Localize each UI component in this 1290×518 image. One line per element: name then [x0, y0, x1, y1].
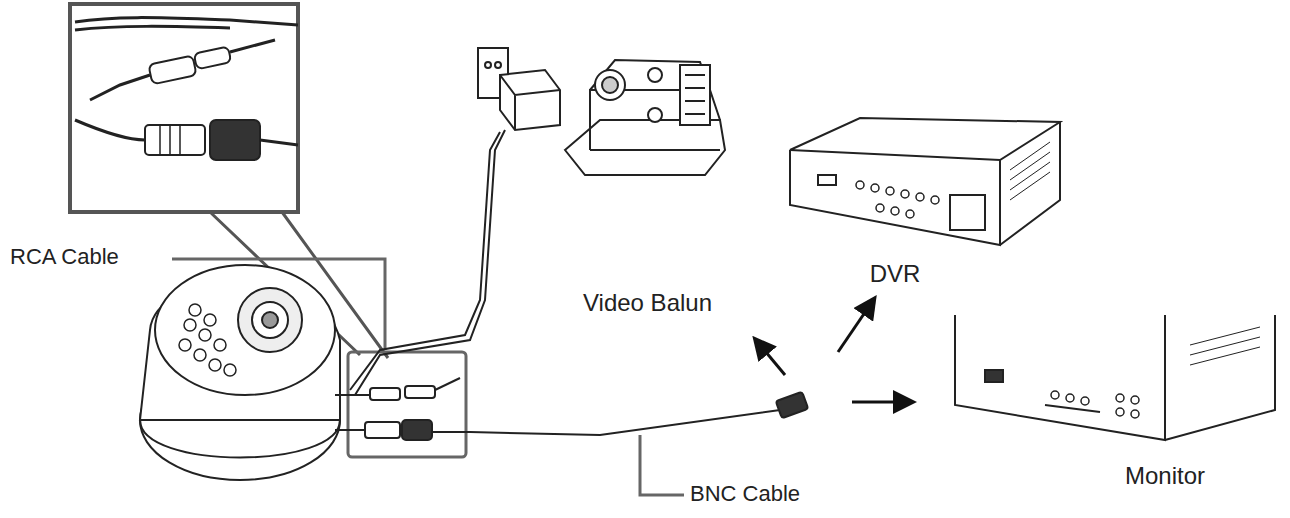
device-label: Video Balun [556, 289, 739, 317]
dome-camera [140, 265, 340, 480]
dvr-device [790, 118, 1060, 245]
inset-connectors [75, 18, 298, 160]
leader-line [640, 435, 684, 495]
device-node: Video Balun [556, 55, 739, 317]
monitor-device [955, 315, 1275, 440]
inset-frame [70, 4, 298, 212]
cable-label: BNC Cable [688, 481, 802, 507]
device-node: DVR [836, 110, 954, 288]
device-label: DVR [836, 260, 954, 288]
arrow [760, 305, 905, 402]
cable-label: RCA Cable [8, 244, 121, 270]
camera-cables [335, 378, 808, 440]
video-balun-device [565, 60, 725, 175]
device-label: Monitor [1096, 462, 1234, 490]
device-node: Monitor [1096, 300, 1234, 490]
power-adapter [478, 48, 560, 130]
power-cable [350, 132, 500, 390]
